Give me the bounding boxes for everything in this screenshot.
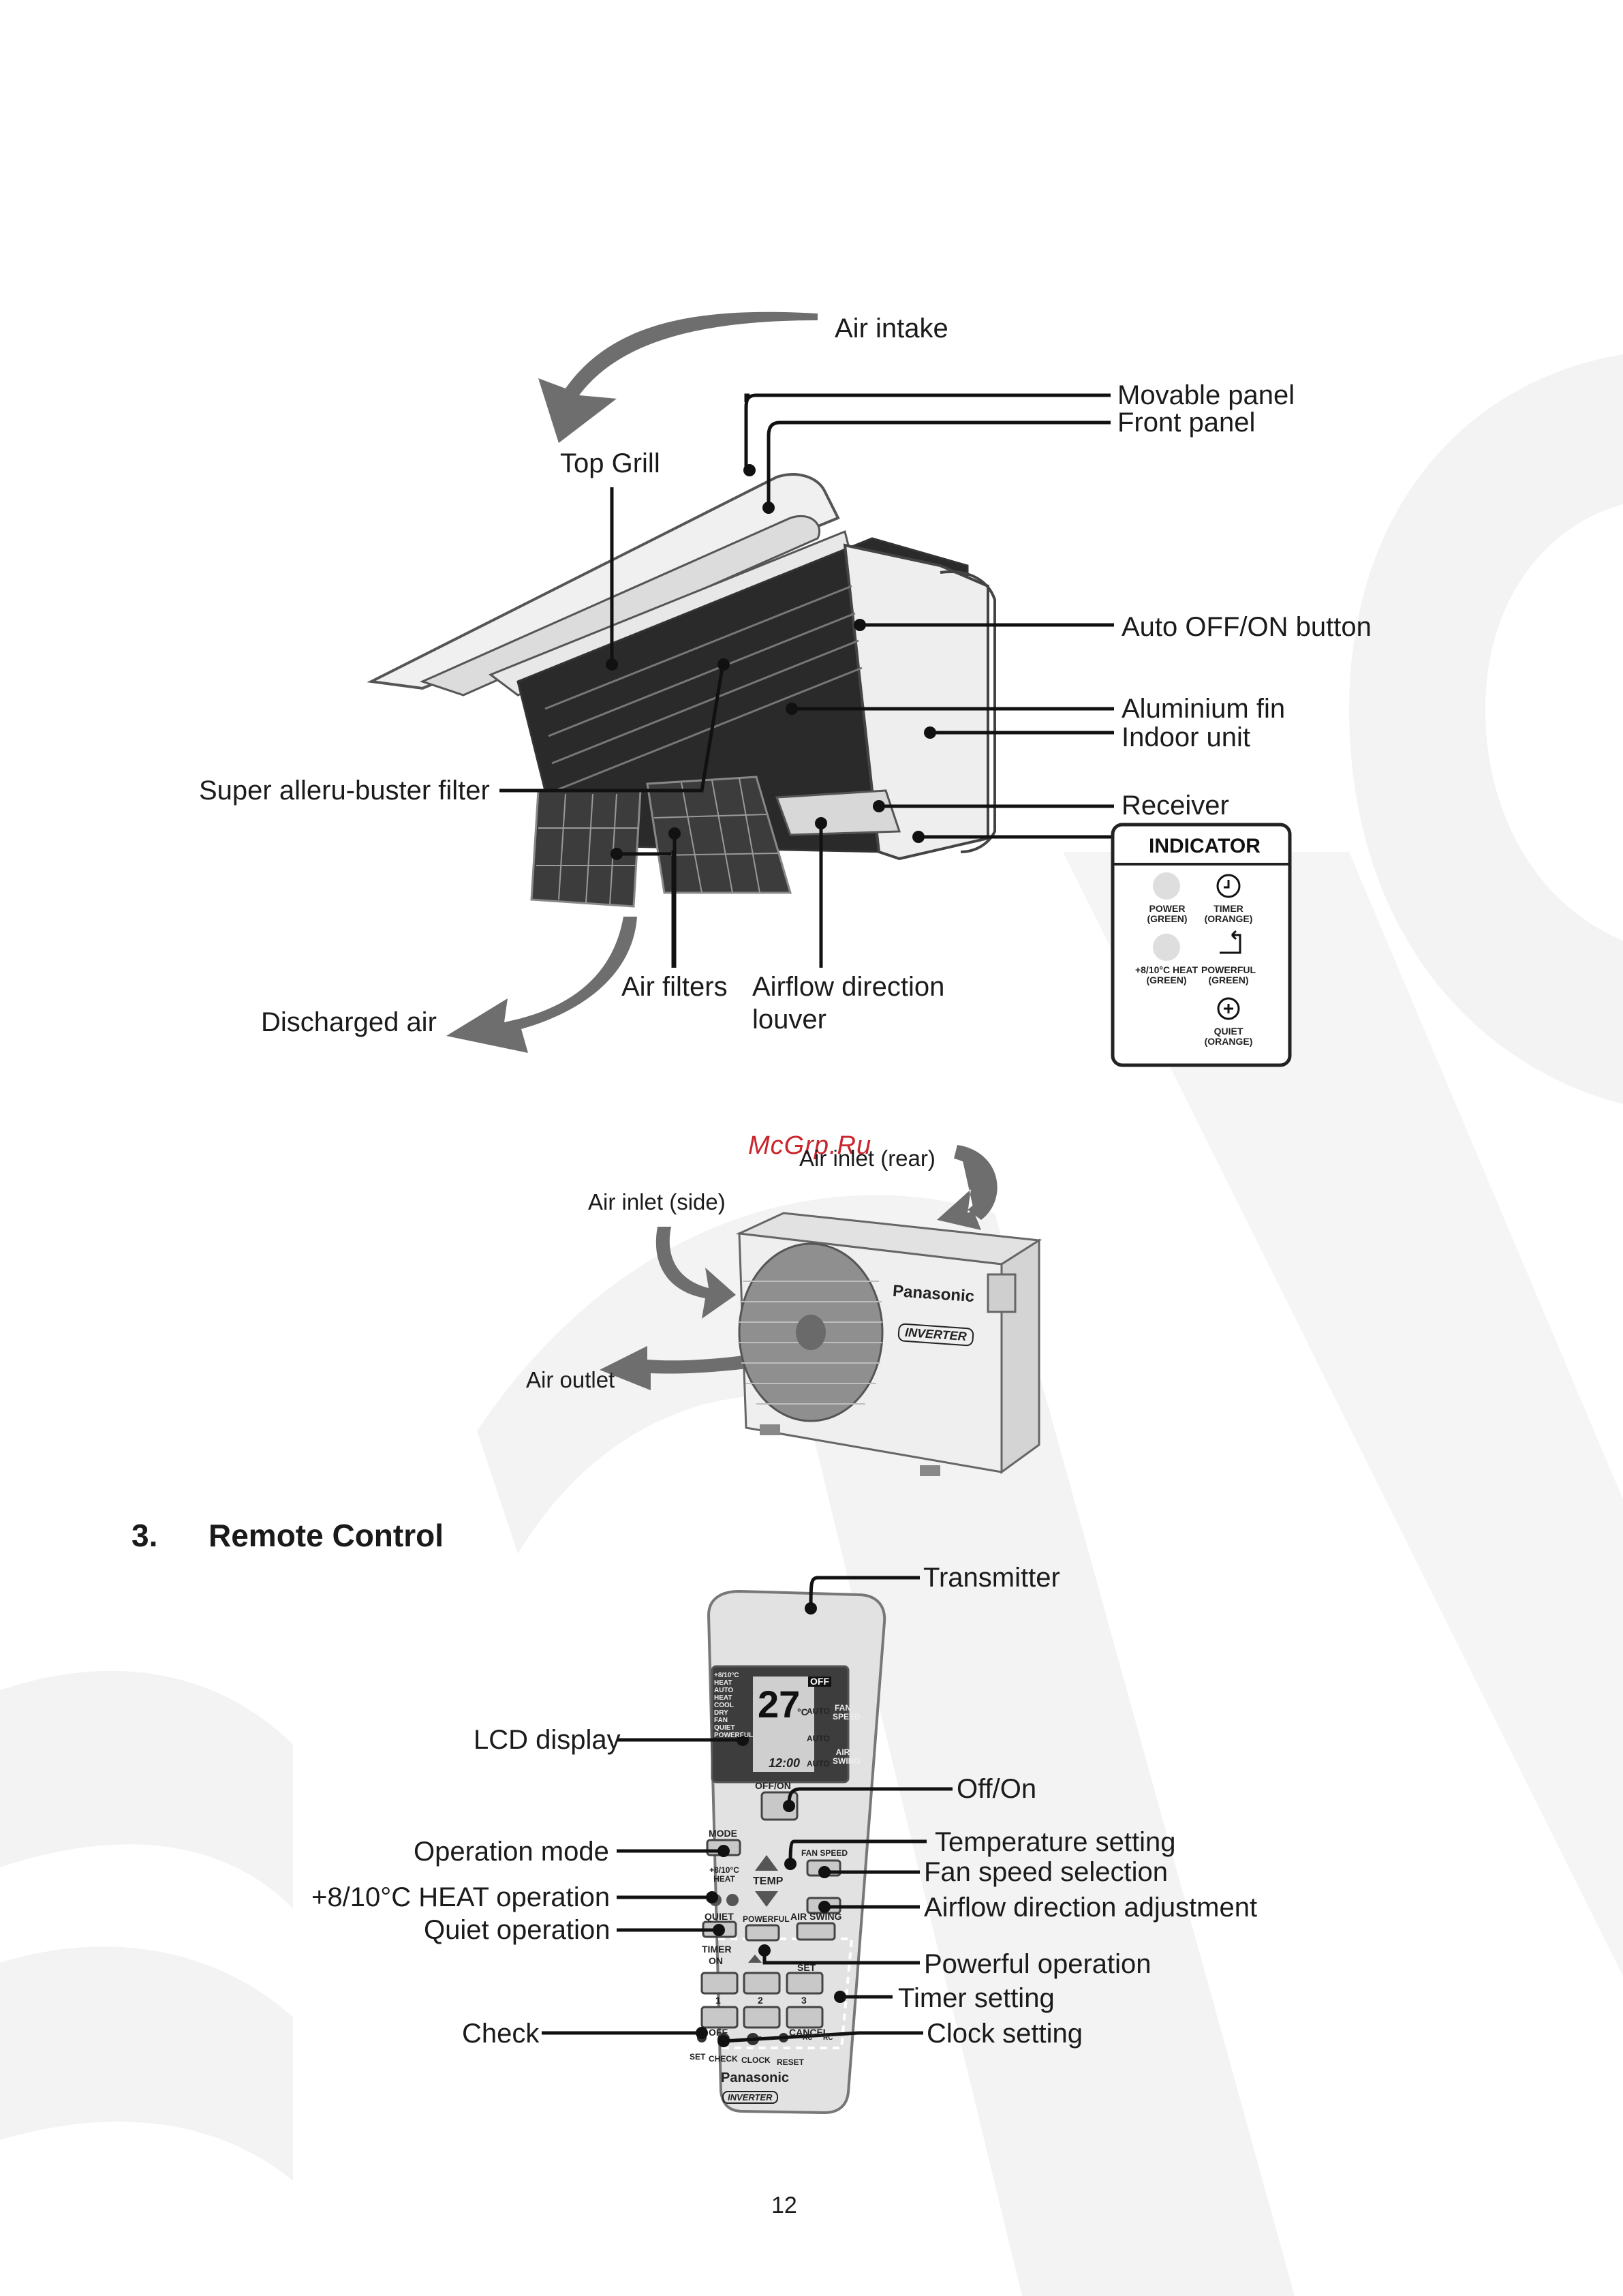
- label-top-grill: Top Grill: [560, 448, 660, 478]
- label-heat-operation: +8/10°C HEAT operation: [311, 1882, 610, 1912]
- remote-brand: Panasonic: [721, 2070, 790, 2085]
- label-quiet-operation: Quiet operation: [424, 1915, 610, 1945]
- lcd-auto-2: AUTO: [807, 1734, 830, 1743]
- button-timer: TIMER: [702, 1944, 732, 1955]
- label-indoor-unit: Indoor unit: [1122, 722, 1251, 752]
- button-rc: RC: [823, 2034, 833, 2042]
- lcd-time: 12:00: [769, 1756, 801, 1770]
- indoor-unit-illustration: [367, 311, 1292, 1067]
- label-front-panel: Front panel: [1117, 408, 1256, 438]
- button-timer-set: SET: [797, 1962, 816, 1973]
- label-air-intake: Air intake: [835, 313, 948, 343]
- power-indicator-icon: [1153, 872, 1180, 900]
- label-check: Check: [462, 2019, 540, 2049]
- button-timer-3[interactable]: 3: [801, 1995, 807, 2006]
- label-operation-mode: Operation mode: [414, 1837, 609, 1867]
- button-heat[interactable]: +8/10°C HEAT: [709, 1865, 739, 1884]
- outdoor-unit-illustration: [600, 1145, 1042, 1476]
- label-transmitter: Transmitter: [923, 1563, 1060, 1593]
- button-offon[interactable]: OFF/ON: [755, 1780, 791, 1791]
- button-bottom-clock[interactable]: CLOCK: [741, 2055, 771, 2065]
- button-timer-1[interactable]: 1: [715, 1995, 721, 2006]
- heat-indicator-icon: [1153, 934, 1180, 961]
- lcd-off: OFF: [808, 1676, 831, 1687]
- lcd-temperature: 27: [758, 1683, 801, 1726]
- lcd-left-modes: +8/10°C HEAT AUTO HEAT COOL DRY FAN QUIE…: [714, 1672, 754, 1739]
- button-bottom-set[interactable]: SET: [690, 2052, 706, 2062]
- lcd-auto-1: AUTO: [807, 1706, 830, 1716]
- label-air-filters: Air filters: [621, 972, 728, 1002]
- page-number: 12: [771, 2192, 797, 2218]
- button-mode[interactable]: MODE: [709, 1828, 737, 1839]
- label-powerful-operation: Powerful operation: [924, 1949, 1151, 1979]
- button-timer-off: OFF: [709, 2027, 728, 2038]
- label-louver-line2: louver: [752, 1005, 826, 1035]
- label-discharged-air: Discharged air: [261, 1007, 437, 1037]
- label-off-on: Off/On: [957, 1774, 1037, 1804]
- powerful-indicator-icon: [1220, 930, 1241, 954]
- button-fan-speed[interactable]: FAN SPEED: [801, 1848, 848, 1858]
- lcd-fan-speed: FAN SPEED: [833, 1703, 861, 1722]
- label-auto-button: Auto OFF/ON button: [1122, 612, 1372, 642]
- button-timer-cancel: CANCEL: [789, 2027, 829, 2038]
- button-temp[interactable]: TEMP: [753, 1876, 784, 1887]
- indicator-powerful-label: POWERFUL (GREEN): [1201, 964, 1256, 986]
- background-logo-watermark: [0, 354, 1623, 2296]
- label-airflow-adjustment: Airflow direction adjustment: [924, 1893, 1258, 1923]
- label-movable-panel: Movable panel: [1117, 380, 1295, 410]
- label-receiver: Receiver: [1122, 791, 1229, 821]
- label-fan-speed-selection: Fan speed selection: [924, 1857, 1169, 1887]
- label-lcd-display: LCD display: [474, 1725, 621, 1755]
- button-air-swing[interactable]: AIR SWING: [790, 1911, 842, 1922]
- label-air-inlet-rear: Air inlet (rear): [799, 1146, 936, 1171]
- remote-control-illustration: [542, 1576, 953, 2115]
- quiet-indicator-icon: [1217, 997, 1240, 1020]
- label-air-outlet: Air outlet: [526, 1367, 615, 1392]
- indicator-quiet-label: QUIET (ORANGE): [1204, 1026, 1253, 1047]
- label-filter: Super alleru-buster filter: [199, 776, 490, 806]
- indicator-title: INDICATOR: [1149, 835, 1261, 857]
- section-number: 3.: [132, 1518, 158, 1553]
- button-bottom-reset[interactable]: RESET: [777, 2057, 805, 2067]
- lcd-auto-3: AUTO: [807, 1759, 830, 1769]
- discharged-air-arrow: [446, 917, 637, 1053]
- label-louver-line1: Airflow direction: [752, 972, 945, 1002]
- button-powerful[interactable]: POWERFUL: [743, 1914, 790, 1924]
- button-timer-2[interactable]: 2: [758, 1995, 763, 2006]
- lcd-air-swing: AIR SWING: [833, 1747, 861, 1766]
- label-air-inlet-side: Air inlet (side): [588, 1189, 726, 1214]
- label-aluminium-fin: Aluminium fin: [1122, 694, 1286, 724]
- button-bottom-check[interactable]: CHECK: [709, 2054, 738, 2064]
- button-timer-on: ON: [709, 1955, 723, 1966]
- button-quiet[interactable]: QUIET: [705, 1911, 734, 1922]
- label-clock-setting: Clock setting: [927, 2019, 1083, 2049]
- button-ac: AC: [803, 2034, 813, 2042]
- timer-indicator-icon: [1216, 874, 1241, 898]
- lcd-unit: °C: [797, 1706, 808, 1717]
- air-inlet-side-arrow: [655, 1227, 736, 1319]
- label-timer-setting: Timer setting: [898, 1983, 1055, 2013]
- air-intake-arrow: [538, 311, 818, 443]
- indicator-power-label: POWER (GREEN): [1147, 903, 1188, 925]
- section-title: Remote Control: [208, 1518, 444, 1553]
- indicator-heat-label: +8/10°C HEAT (GREEN): [1134, 964, 1199, 986]
- watermark-text: McGrp.Ru: [748, 1131, 872, 1160]
- label-temperature-setting: Temperature setting: [935, 1827, 1176, 1857]
- indicator-timer-label: TIMER (ORANGE): [1204, 903, 1253, 925]
- remote-inverter-badge: INVERTER: [722, 2091, 778, 2104]
